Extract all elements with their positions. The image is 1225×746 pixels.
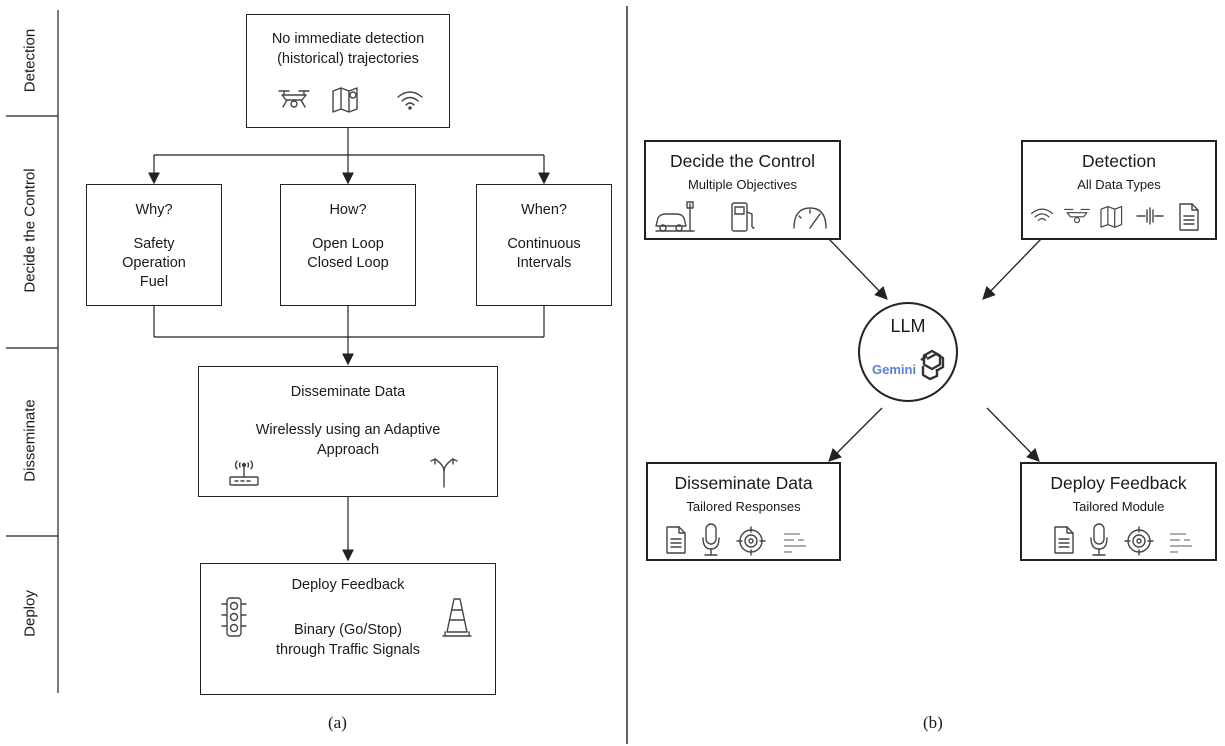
document-icon [1179, 203, 1199, 231]
detection-box-line2: (historical) trajectories [277, 51, 419, 67]
document-icon [666, 526, 686, 554]
traffic-light-icon [221, 597, 247, 637]
decide-control-box: Decide the Control Multiple Objectives [644, 140, 841, 240]
why-box-line2: Operation [122, 255, 186, 271]
llm-title: LLM [890, 316, 926, 336]
wifi-icon [397, 91, 423, 110]
when-box-line2: Intervals [516, 255, 572, 271]
lane-label-disseminate: Disseminate [21, 399, 39, 482]
microphone-icon [1090, 523, 1108, 556]
detection-all-title: Detection [1082, 151, 1156, 171]
panel-a-caption: (a) [328, 713, 347, 732]
disseminate-tailored-title: Disseminate Data [674, 473, 813, 493]
map-icon [1100, 205, 1123, 228]
why-box: Why? Safety Operation Fuel [86, 184, 222, 306]
traffic-cone-icon [442, 598, 472, 637]
llm-circle: LLM Gemini [858, 302, 958, 402]
how-box: How? Open Loop Closed Loop [280, 184, 416, 306]
code-lines-icon [784, 533, 806, 553]
decide-control-subtitle: Multiple Objectives [687, 177, 798, 192]
panel-a-connectors [6, 6, 628, 744]
when-box-title: When? [521, 202, 567, 218]
target-icon [736, 526, 766, 556]
disseminate-tailored-subtitle: Tailored Responses [686, 499, 801, 514]
why-box-line3: Fuel [139, 274, 169, 290]
code-lines-icon [1170, 533, 1192, 553]
deploy-box-line1: Binary (Go/Stop) [294, 622, 402, 638]
panel-b-connectors [827, 237, 1043, 462]
gemini-logo: Gemini [872, 362, 917, 377]
openai-logo-icon [920, 349, 945, 381]
split-arrow-icon [430, 458, 458, 488]
map-icon [332, 87, 358, 113]
how-box-title: How? [329, 202, 367, 218]
detection-all-subtitle: All Data Types [1077, 177, 1161, 192]
wifi-icon [1030, 208, 1054, 221]
detection-box: No immediate detection (historical) traj… [246, 14, 450, 128]
when-box-line1: Continuous [507, 236, 581, 252]
when-box: When? Continuous Intervals [476, 184, 612, 306]
drone-icon [1064, 208, 1090, 224]
drone-icon [278, 90, 310, 108]
fuel-pump-icon [731, 202, 755, 232]
disseminate-tailored-box: Disseminate Data Tailored Responses [646, 462, 841, 561]
why-box-line1: Safety [133, 236, 175, 252]
lane-label-deploy: Deploy [21, 590, 39, 637]
deploy-box-title: Deploy Feedback [291, 577, 405, 593]
deploy-tailored-title: Deploy Feedback [1050, 473, 1187, 493]
car-charger-icon [655, 201, 695, 232]
router-icon [229, 460, 259, 486]
detection-all-box: Detection All Data Types [1021, 140, 1217, 240]
lane-label-decide-the-control: Decide the Control [21, 168, 39, 293]
disseminate-box-line1: Wirelessly using an Adaptive [255, 422, 441, 438]
panel-b-caption: (b) [923, 713, 943, 732]
disseminate-box-line2: Approach [316, 442, 380, 458]
deploy-box-line2: through Traffic Signals [275, 642, 420, 658]
deploy-tailored-subtitle: Tailored Module [1072, 499, 1165, 514]
document-icon [1054, 526, 1074, 554]
speedometer-icon [793, 207, 827, 229]
disseminate-box: Disseminate Data Wirelessly using an Ada… [198, 366, 498, 497]
deploy-box: Deploy Feedback Binary (Go/Stop) through… [200, 563, 496, 695]
how-box-line1: Open Loop [312, 236, 384, 252]
detection-box-line1: No immediate detection [271, 31, 425, 47]
why-box-title: Why? [135, 202, 173, 218]
how-box-line2: Closed Loop [307, 255, 389, 271]
decide-control-title: Decide the Control [670, 151, 815, 171]
target-icon [1124, 526, 1154, 556]
microphone-icon [702, 523, 720, 556]
deploy-tailored-box: Deploy Feedback Tailored Module [1020, 462, 1217, 561]
lane-label-detection: Detection [21, 28, 39, 93]
disseminate-box-title: Disseminate Data [290, 384, 406, 400]
signal-icon [1136, 207, 1164, 225]
